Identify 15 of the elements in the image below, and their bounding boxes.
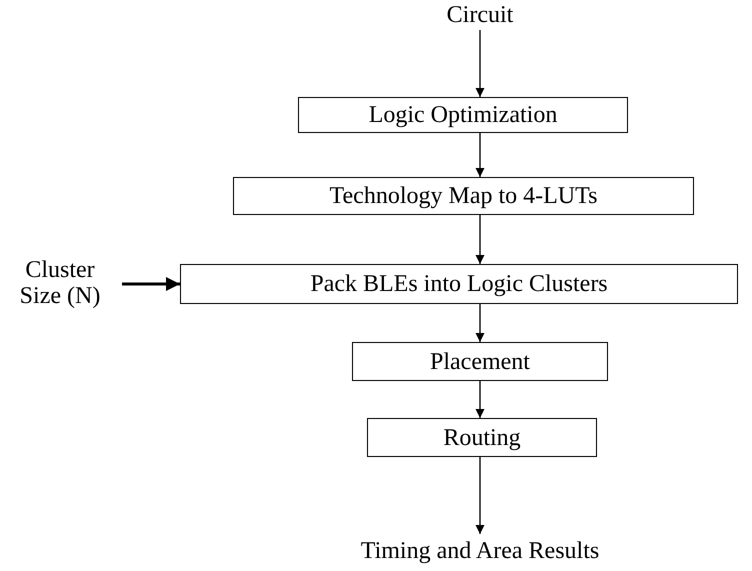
process-box: Placement — [352, 342, 608, 381]
arrow — [476, 30, 484, 97]
flow-label: Circuit — [420, 0, 540, 30]
arrow — [122, 277, 180, 291]
arrow — [476, 215, 484, 264]
process-box: Routing — [367, 418, 597, 457]
arrow — [476, 304, 484, 342]
arrow — [476, 133, 484, 177]
flow-label: Timing and Area Results — [300, 534, 660, 568]
process-box: Technology Map to 4-LUTs — [233, 177, 694, 215]
arrow — [476, 381, 484, 418]
process-box: Logic Optimization — [298, 97, 628, 133]
process-box: Pack BLEs into Logic Clusters — [180, 264, 738, 304]
arrow — [476, 457, 484, 534]
flow-label: Cluster Size (N) — [4, 256, 116, 310]
